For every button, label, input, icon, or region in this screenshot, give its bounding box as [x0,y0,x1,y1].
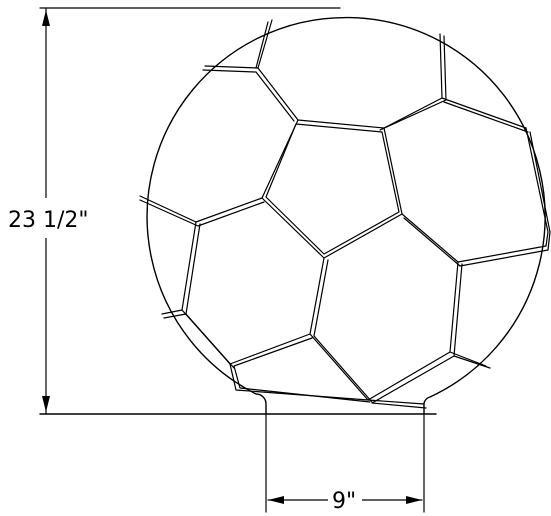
arrowhead-right [406,496,422,504]
height-dimension-label: 23 1/2" [8,208,89,233]
base-width-dimension: 9" [265,413,425,514]
ball-outline [146,16,546,415]
base-width-dimension-label: 9" [332,489,356,514]
arrowhead-left [268,496,284,504]
arrowhead-top [42,10,50,26]
height-dimension: 23 1/2" [0,7,341,415]
panel-seams [139,19,551,409]
arrowhead-bottom [42,396,50,412]
